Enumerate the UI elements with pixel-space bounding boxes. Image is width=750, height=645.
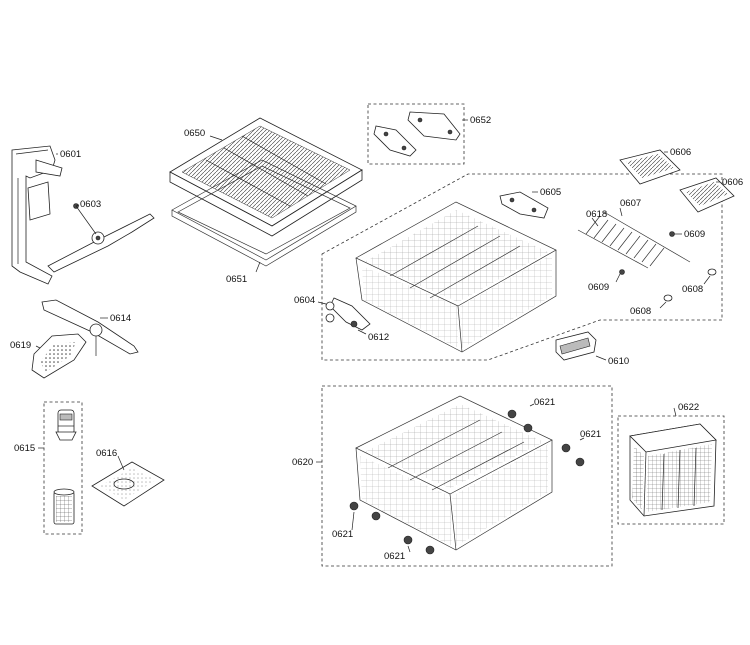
label-0616: 0616 [96, 448, 117, 459]
label-0621d: 0621 [384, 551, 405, 562]
leader-0621d [407, 545, 411, 553]
leader-0622 [673, 407, 677, 417]
label-0608a: 0608 [682, 284, 703, 295]
label-0620: 0620 [292, 457, 313, 468]
label-0621a: 0621 [534, 397, 555, 408]
label-0622: 0622 [678, 402, 699, 413]
label-0608b: 0608 [630, 306, 651, 317]
leader-0608a [703, 275, 711, 285]
leader-0607 [619, 207, 623, 217]
part-0601-water-supply-pipe [11, 145, 63, 285]
part-0608-wheel-b [663, 294, 673, 302]
part-0614-lower-spray-arm [41, 299, 139, 356]
part-0615-filter [53, 409, 77, 525]
leader-0608b [659, 301, 667, 309]
part-0622-cutlery-basket [629, 423, 717, 517]
part-0605-rack-hinge [499, 191, 549, 219]
label-0621c: 0621 [332, 529, 353, 540]
label-0606a: 0606 [670, 147, 691, 158]
part-0609-clip-b [619, 269, 625, 275]
label-0604: 0604 [294, 295, 315, 306]
part-0620-lower-rack [355, 395, 553, 551]
label-0612: 0612 [368, 332, 389, 343]
part-0619-filter-cover [31, 333, 87, 379]
leader-0612 [357, 329, 367, 335]
part-0603-upper-spray-arm [27, 181, 155, 273]
leader-0621a [529, 403, 535, 407]
part-0607-tine-row [577, 211, 691, 269]
part-0652-rack-adjuster [373, 111, 461, 157]
group-0615-box [43, 401, 83, 535]
label-0610: 0610 [608, 356, 629, 367]
part-0604-0612-rack-roller [325, 297, 371, 331]
part-0608-wheel-a [707, 268, 717, 276]
label-0606b: 0606 [722, 177, 743, 188]
label-0618: 0618 [586, 209, 607, 220]
group-0622-box [617, 415, 725, 525]
part-upper-rack [355, 201, 557, 353]
leader-0619 [35, 345, 41, 349]
label-0614: 0614 [110, 313, 131, 324]
group-upper-rack-outline [321, 173, 723, 361]
label-0621b: 0621 [580, 429, 601, 440]
leader-0603 [75, 204, 80, 207]
part-0651-third-rack-frame [171, 159, 357, 267]
part-0606-rack-rail-lower [679, 177, 735, 213]
part-0610-rack-handle [555, 331, 597, 361]
part-0621-wheels [349, 409, 585, 555]
label-0651: 0651 [226, 274, 247, 285]
group-0620-box [321, 385, 613, 567]
leader-0609b [615, 273, 621, 283]
part-0616-micro-filter-plate [91, 461, 165, 507]
leader-0651 [255, 261, 261, 273]
label-0650: 0650 [184, 128, 205, 139]
part-0606-rack-rail-upper [619, 149, 681, 185]
label-0605: 0605 [540, 187, 561, 198]
leader-0610 [595, 355, 607, 361]
label-0603: 0603 [80, 199, 101, 210]
label-0619: 0619 [10, 340, 31, 351]
leader-0616 [117, 455, 125, 471]
label-0615: 0615 [14, 443, 35, 454]
leader-0604 [317, 301, 327, 305]
part-0650-third-rack-tray [169, 117, 363, 237]
label-0609b: 0609 [588, 282, 609, 293]
label-0652: 0652 [470, 115, 491, 126]
label-0609a: 0609 [684, 229, 705, 240]
leader-0618 [591, 217, 599, 227]
label-0601: 0601 [60, 149, 81, 160]
part-0609-clip-a [669, 231, 675, 237]
leader-0621c [351, 511, 355, 531]
leader-0621b [579, 437, 585, 441]
leader-0650 [209, 135, 223, 141]
label-0607: 0607 [620, 198, 641, 209]
group-0652-box [367, 103, 465, 165]
